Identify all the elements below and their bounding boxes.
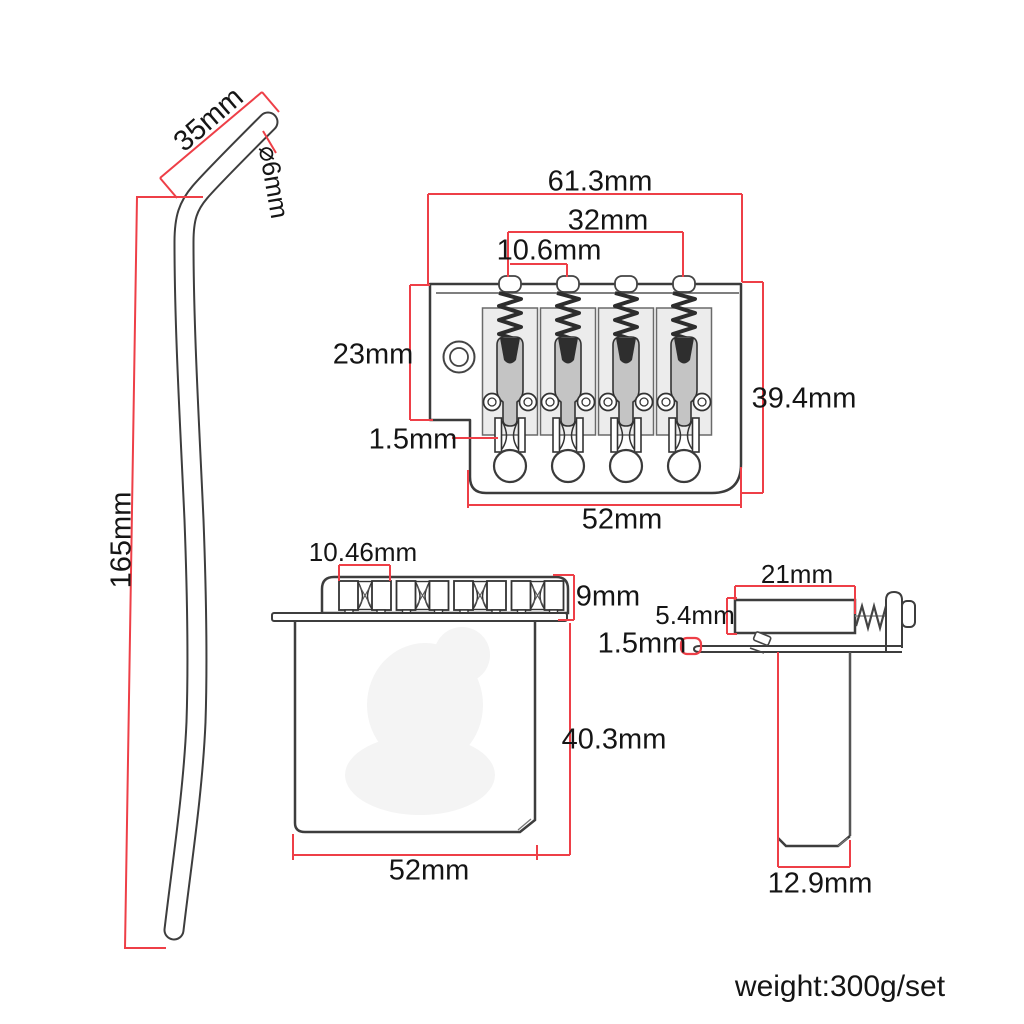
saddle-side [733,598,857,635]
dim-label-top-screw-spacing-10-6mm: 10.6mm [496,234,602,267]
dim-label-top-height-39-4mm: 39.4mm [751,382,857,415]
mount-screw-tab [614,275,638,293]
dim-label-side-plate-thickness-1-5mm: 1.5mm [597,627,687,660]
front-view-dimension-lines [292,564,575,860]
dim-label-top-screw-span-32mm: 32mm [567,204,649,237]
dim-label-front-block-width-52mm: 52mm [388,854,470,887]
string-hole [666,448,702,484]
saddle-unit [654,291,714,454]
dim-label-side-block-depth-12-9mm: 12.9mm [767,867,873,900]
top-view-dimension-lines [409,193,764,508]
mount-screw-tab [556,275,580,293]
bridge-top-view [409,193,764,508]
dim-label-side-saddle-length-21mm: 21mm [760,559,834,589]
watermark-blob [345,627,495,815]
dim-label-front-block-height-40-3mm: 40.3mm [561,723,667,756]
dim-label-top-width-61-3mm: 61.3mm [547,165,653,198]
base-plate-side [692,645,902,653]
string-hole [608,448,644,484]
saddle-unit [480,291,540,454]
dim-label-front-saddle-width-10-46mm: 10.46mm [308,537,418,567]
side-view-dimension-lines [679,585,856,868]
intonation-screw-head [901,600,916,628]
saddle-unit [538,291,598,454]
arm-dimension-lines [123,91,280,949]
dim-label-top-plate-width-52mm: 52mm [581,503,663,536]
string-hole [550,448,586,484]
dim-label-top-1-5mm: 1.5mm [368,423,458,456]
dim-label-arm-length-165mm: 165mm [105,491,138,589]
height-screw [752,631,772,646]
plate-bent-end [885,590,903,652]
dim-label-top-height-23mm: 23mm [332,338,414,371]
dim-label-side-saddle-height-5-4mm: 5.4mm [655,600,735,630]
bridge-side-view [679,585,916,868]
bridge-front-view [271,564,575,860]
weight-note: weight:300g/set [734,970,946,1003]
tremolo-arm-view [123,91,280,949]
saddle-unit [596,291,656,454]
string-hole [492,448,528,484]
sustain-block-front [293,621,537,834]
mount-screw-tab [672,275,696,293]
base-plate-front [271,612,568,622]
dim-label-front-saddle-height-9mm: 9mm [575,580,641,613]
mount-screw-tab [498,275,522,293]
